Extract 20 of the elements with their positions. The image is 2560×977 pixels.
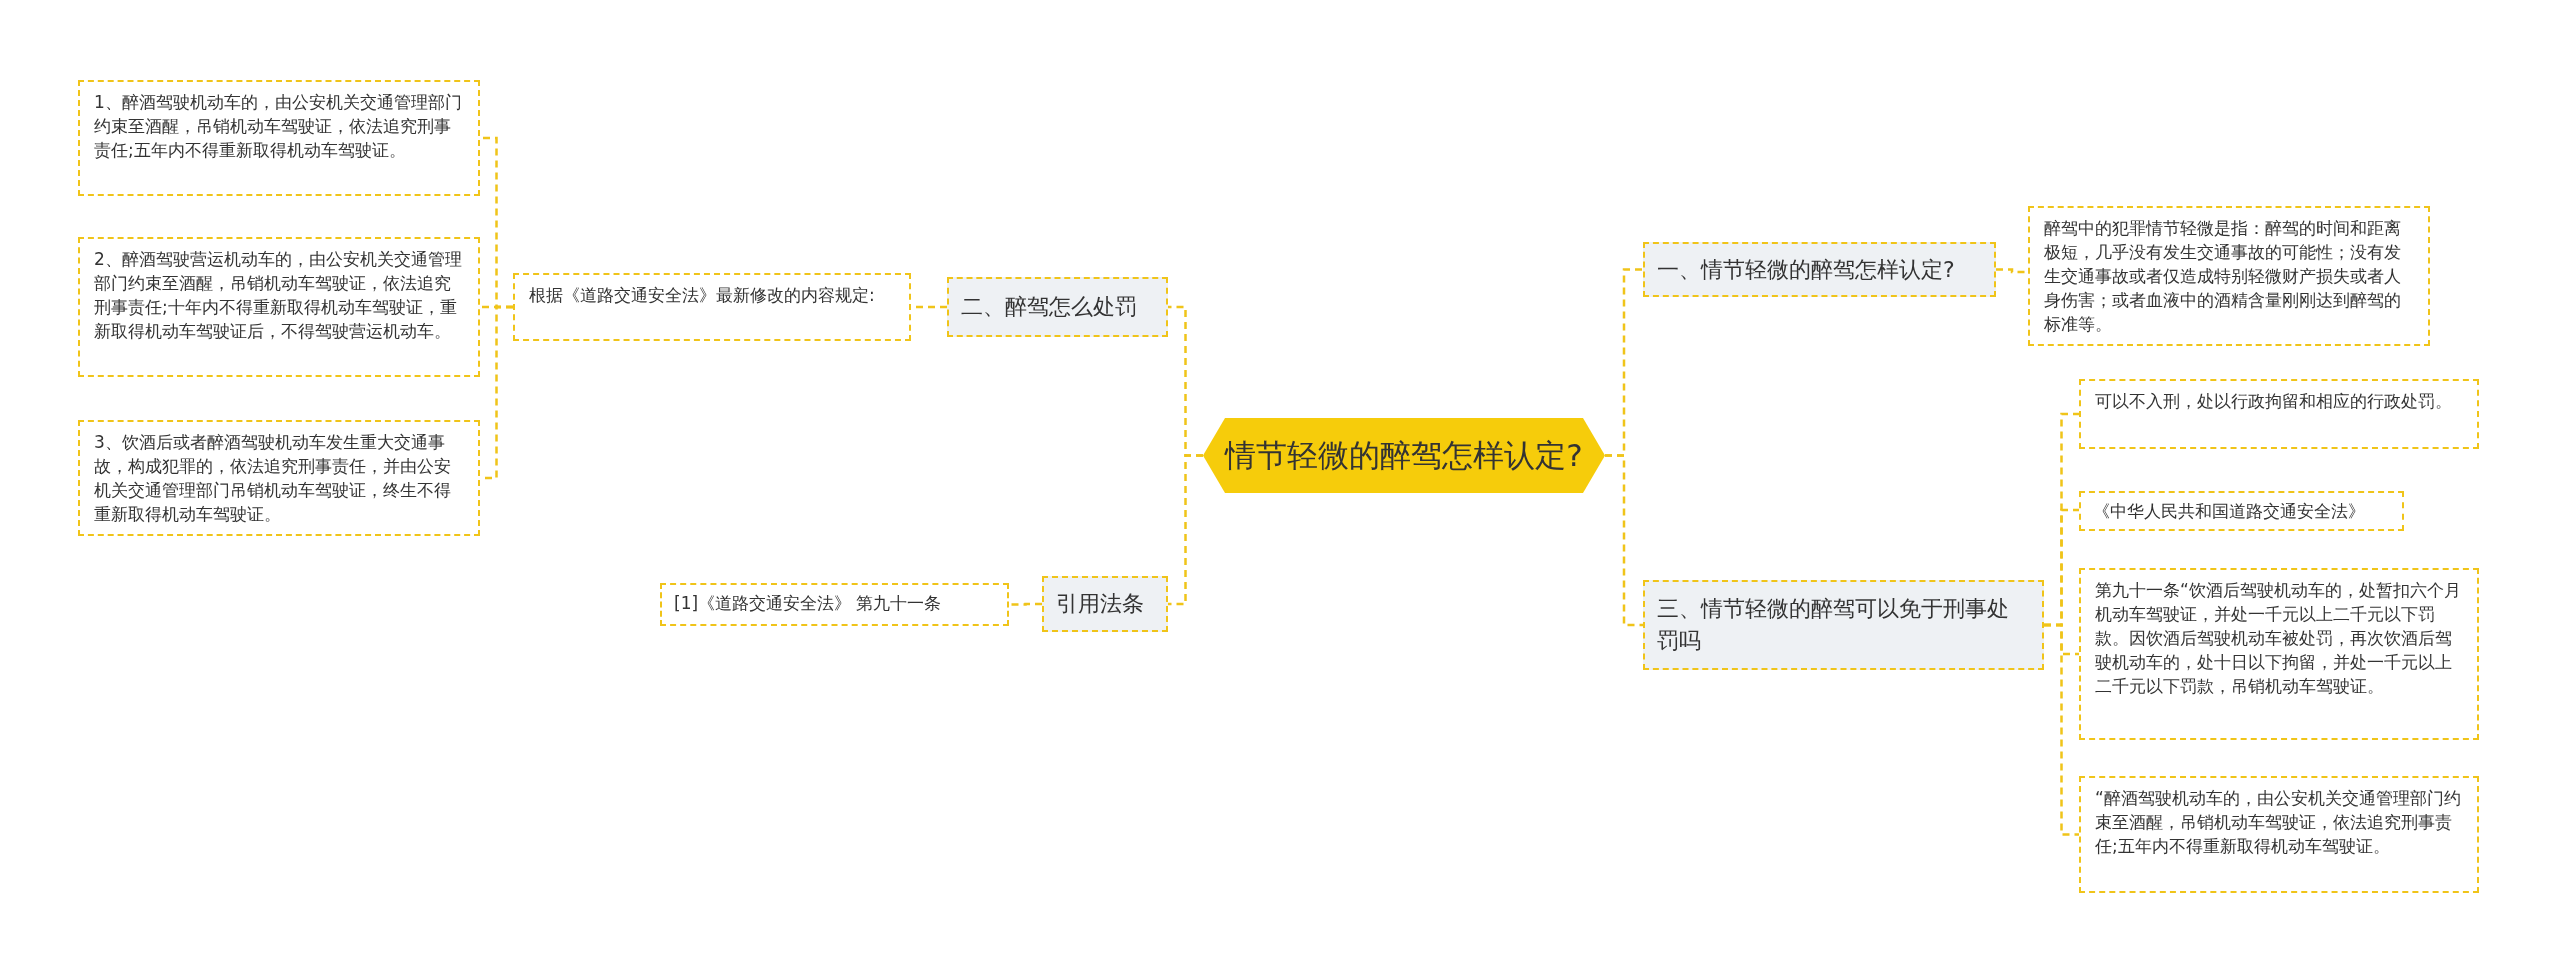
note-box: 《中华人民共和国道路交通安全法》 [2079,491,2404,531]
note-box: 醉驾中的犯罪情节轻微是指：醉驾的时间和距离极短，几乎没有发生交通事故的可能性；没有发生交通事故或者仅造成特别轻微财产损失或者人身伤害；或者血液中的酒精含量刚刚达到醉驾的标准等。 [2028,206,2430,346]
note-box: 可以不入刑，处以行政拘留和相应的行政处罚。 [2079,379,2479,449]
note-box: [1]《道路交通安全法》 第九十一条 [660,583,1009,626]
topic-box: 二、醉驾怎么处罚 [947,277,1168,337]
connector-line [1605,454,1643,627]
note-box: “醉酒驾驶机动车的，由公安机关交通管理部门约束至酒醒，吊销机动车驾驶证，依法追究刑事责任;五年内不得重新取得机动车驾驶证。 [2079,776,2479,893]
topic-box: 引用法条 [1042,576,1168,632]
connector-line [1996,268,2028,274]
note-box: 2、醉酒驾驶营运机动车的，由公安机关交通管理部门约束至酒醒，吊销机动车驾驶证，依法追究刑事责任;十年内不得重新取得机动车驾驶证，重新取得机动车驾驶证后，不得驾驶营运机动车。 [78,237,480,377]
note-box: 3、饮酒后或者醉酒驾驶机动车发生重大交通事故，构成犯罪的，依法追究刑事责任，并由公安机关交通管理部门吊销机动车驾驶证，终生不得重新取得机动车驾驶证。 [78,420,480,536]
note-box: 第九十一条“饮酒后驾驶机动车的，处暂扣六个月机动车驾驶证，并处一千元以上二千元以下罚款。因饮酒后驾驶机动车被处罚，再次饮酒后驾驶机动车的，处十日以下拘留，并处一千元以上二千元以下罚款，吊销机动车驾驶证。 [2079,568,2479,740]
note-box: 1、醉酒驾驶机动车的，由公安机关交通管理部门约束至酒醒，吊销机动车驾驶证，依法追究刑事责任;五年内不得重新取得机动车驾驶证。 [78,80,480,196]
connector-line [2044,623,2079,836]
connector-line [1009,602,1042,606]
topic-box: 三、情节轻微的醉驾可以免于刑事处罚吗 [1643,580,2044,670]
note-box: 根据《道路交通安全法》最新修改的内容规定: [513,273,911,341]
central-topic-hexagon: 情节轻微的醉驾怎样认定? [1203,418,1605,493]
connector-line [1168,454,1203,606]
topic-box: 一、情节轻微的醉驾怎样认定? [1643,242,1996,297]
